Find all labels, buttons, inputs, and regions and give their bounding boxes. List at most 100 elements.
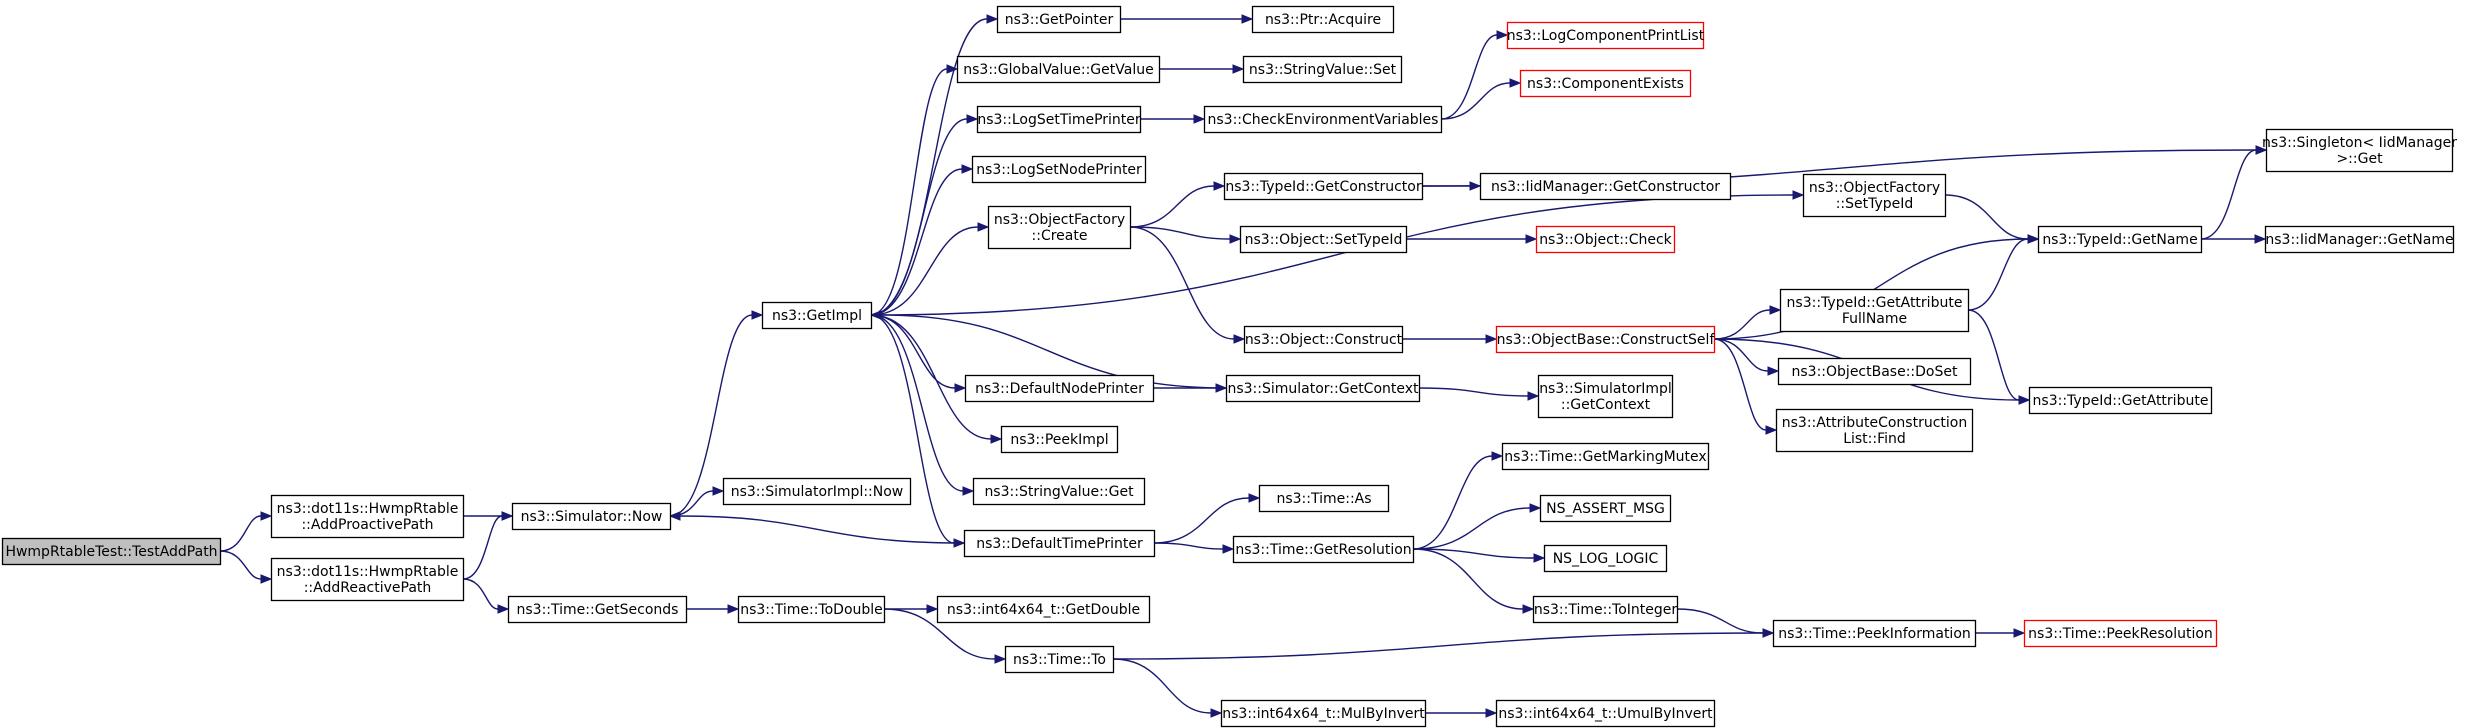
node-simImplNow[interactable]: ns3::SimulatorImpl::Now: [722, 477, 912, 506]
node-compExists[interactable]: ns3::ComponentExists: [1519, 69, 1692, 98]
node-box: [737, 595, 886, 624]
edge-line: [1440, 82, 1511, 120]
node-objFactoryCreate[interactable]: ns3::ObjectFactory::Create: [987, 205, 1132, 250]
edge-line: [1112, 658, 1212, 714]
node-timePeekInfo[interactable]: ns3::Time::PeekInformation: [1772, 619, 1977, 648]
node-box: [1539, 494, 1672, 523]
edge-line: [1713, 338, 1769, 372]
node-root[interactable]: HwmpRtableTest::TestAddPath: [1, 537, 222, 566]
node-logCompPrint[interactable]: ns3::LogComponentPrintList: [1507, 21, 1705, 50]
edge-getImpl-to-objFactorySetTypeId: [870, 190, 1805, 316]
edge-timeGetRes-to-nsLogLogic: [1412, 548, 1546, 563]
node-typeIdGetAttr[interactable]: ns3::TypeId::GetAttribute: [2028, 386, 2213, 415]
edge-objConstruct-to-objBaseConstructSelf: [1402, 334, 1498, 344]
node-peekImpl[interactable]: ns3::PeekImpl: [1000, 425, 1119, 454]
edge-getPointer-to-ptrAcquire: [1120, 14, 1254, 24]
node-nsAssertMsg[interactable]: NS_ASSERT_MSG: [1539, 494, 1672, 523]
node-iidGetCtor[interactable]: ns3::IidManager::GetConstructor: [1479, 172, 1732, 201]
node-globalGetValue[interactable]: ns3::GlobalValue::GetValue: [956, 55, 1161, 84]
node-getMarkingMutex[interactable]: ns3::Time::GetMarkingMutex: [1501, 442, 1710, 471]
arrow-head-icon: [1762, 628, 1775, 638]
node-defTimePrinter[interactable]: ns3::DefaultTimePrinter: [963, 529, 1156, 558]
node-objSetTypeId[interactable]: ns3::Object::SetTypeId: [1239, 225, 1408, 254]
node-stringSet[interactable]: ns3::StringValue::Set: [1242, 55, 1403, 84]
edge-timeTo-to-mulByInvert: [1112, 658, 1223, 718]
edge-root-to-addReactive: [219, 550, 273, 584]
edge-getImpl-to-objFactoryCreate: [870, 222, 990, 316]
node-box: [936, 595, 1151, 624]
node-objBaseConstructSelf[interactable]: ns3::ObjectBase::ConstructSelf: [1495, 325, 1716, 354]
edge-line: [462, 515, 503, 580]
node-checkEnv[interactable]: ns3::CheckEnvironmentVariables: [1203, 105, 1443, 134]
node-label: ns3::LogSetTimePrinter: [977, 112, 1141, 128]
edge-getImpl-to-logSetNode: [870, 164, 974, 316]
node-getImpl[interactable]: ns3::GetImpl: [761, 301, 873, 330]
node-timeAs[interactable]: ns3::Time::As: [1258, 484, 1390, 513]
node-getPointer[interactable]: ns3::GetPointer: [996, 5, 1122, 34]
edge-defTimePrinter-to-timeGetRes: [1153, 542, 1235, 554]
arrow-head-icon: [1241, 14, 1254, 24]
edges-layer: [219, 14, 2268, 718]
edge-line: [1412, 548, 1535, 559]
node-mulByInvert[interactable]: ns3::int64x64_t::MulByInvert: [1220, 699, 1427, 728]
node-defNodePrinter[interactable]: ns3::DefaultNodePrinter: [964, 374, 1155, 403]
edge-logSetTime-to-checkEnv: [1140, 114, 1206, 124]
node-box: [976, 105, 1142, 134]
node-getSeconds[interactable]: ns3::Time::GetSeconds: [507, 595, 688, 624]
node-objCheck[interactable]: ns3::Object::Check: [1535, 225, 1676, 254]
node-iidGetName[interactable]: ns3::IidManager::GetName: [2264, 225, 2455, 254]
node-simNow[interactable]: ns3::Simulator::Now: [511, 502, 672, 531]
node-simGetContext[interactable]: ns3::Simulator::GetContext: [1225, 374, 1421, 403]
edge-objBaseConstructSelf-to-objBaseDoSet: [1713, 338, 1780, 376]
node-timeTo[interactable]: ns3::Time::To: [1004, 645, 1115, 674]
edge-timeGetRes-to-timeToInteger: [1412, 548, 1535, 614]
node-int64GetDouble[interactable]: ns3::int64x64_t::GetDouble: [936, 595, 1151, 624]
edge-line: [1418, 387, 1529, 397]
node-label: ns3::SimulatorImpl::Now: [731, 484, 904, 500]
node-nsLogLogic[interactable]: NS_LOG_LOGIC: [1543, 544, 1668, 573]
node-objBaseDoSet[interactable]: ns3::ObjectBase::DoSet: [1777, 357, 1972, 386]
node-simImplGetContext[interactable]: ns3::SimulatorImpl::GetContext: [1537, 374, 1674, 419]
node-label: ns3::IidManager::GetName: [2265, 232, 2453, 248]
node-umulByInvert[interactable]: ns3::int64x64_t::UmulByInvert: [1495, 699, 1716, 728]
node-label: NS_ASSERT_MSG: [1546, 501, 1665, 517]
edge-objSetTypeId-to-objCheck: [1406, 234, 1538, 244]
node-addReactive[interactable]: ns3::dot11s::HwmpRtable::AddReactivePath: [270, 557, 465, 602]
node-logSetTime[interactable]: ns3::LogSetTimePrinter: [976, 105, 1142, 134]
node-logSetNode[interactable]: ns3::LogSetNodePrinter: [971, 155, 1147, 184]
node-addProactive[interactable]: ns3::dot11s::HwmpRtable::AddProactivePat…: [270, 494, 465, 539]
node-typeIdGetCtor[interactable]: ns3::TypeId::GetConstructor: [1223, 172, 1424, 201]
node-label: HwmpRtableTest::TestAddPath: [5, 544, 217, 560]
node-box: [1537, 374, 1674, 419]
arrow-head-icon: [1193, 114, 1206, 124]
node-label: ns3::PeekImpl: [1010, 432, 1108, 448]
node-box: [1501, 442, 1710, 471]
node-label: ns3::TypeId::GetName: [2042, 232, 2197, 248]
node-label: ns3::DefaultNodePrinter: [975, 381, 1144, 397]
node-label: ns3::Object::Construct: [1245, 332, 1403, 348]
node-timePeekRes[interactable]: ns3::Time::PeekResolution: [2023, 619, 2218, 648]
node-box: [987, 205, 1132, 250]
node-typeIdGetName[interactable]: ns3::TypeId::GetName: [2037, 225, 2203, 254]
node-label: ns3::dot11s::HwmpRtable: [277, 501, 459, 517]
arrow-head-icon: [1491, 451, 1504, 461]
node-stringGet[interactable]: ns3::StringValue::Get: [972, 477, 1146, 506]
edge-objFactorySetTypeId-to-typeIdGetName: [1944, 194, 2040, 244]
edge-getImpl-to-defTimePrinter: [870, 314, 966, 548]
node-ptrAcquire[interactable]: ns3::Ptr::Acquire: [1251, 5, 1395, 34]
edge-line: [1944, 194, 2029, 240]
node-objConstruct[interactable]: ns3::Object::Construct: [1243, 325, 1404, 354]
node-timeGetRes[interactable]: ns3::Time::GetResolution: [1232, 535, 1415, 564]
node-toDouble[interactable]: ns3::Time::ToDouble: [737, 595, 886, 624]
edge-line: [1412, 548, 1524, 610]
arrow-head-icon: [1529, 503, 1542, 513]
node-label: ::AddProactivePath: [301, 517, 433, 533]
arrow-head-icon: [501, 511, 514, 521]
node-objFactorySetTypeId[interactable]: ns3::ObjectFactory::SetTypeId: [1802, 173, 1947, 218]
node-singletonGet[interactable]: ns3::Singleton< IidManager >::Get: [2262, 128, 2457, 173]
node-timeToInteger[interactable]: ns3::Time::ToInteger: [1532, 595, 1679, 624]
arrow-head-icon: [1792, 190, 1805, 200]
